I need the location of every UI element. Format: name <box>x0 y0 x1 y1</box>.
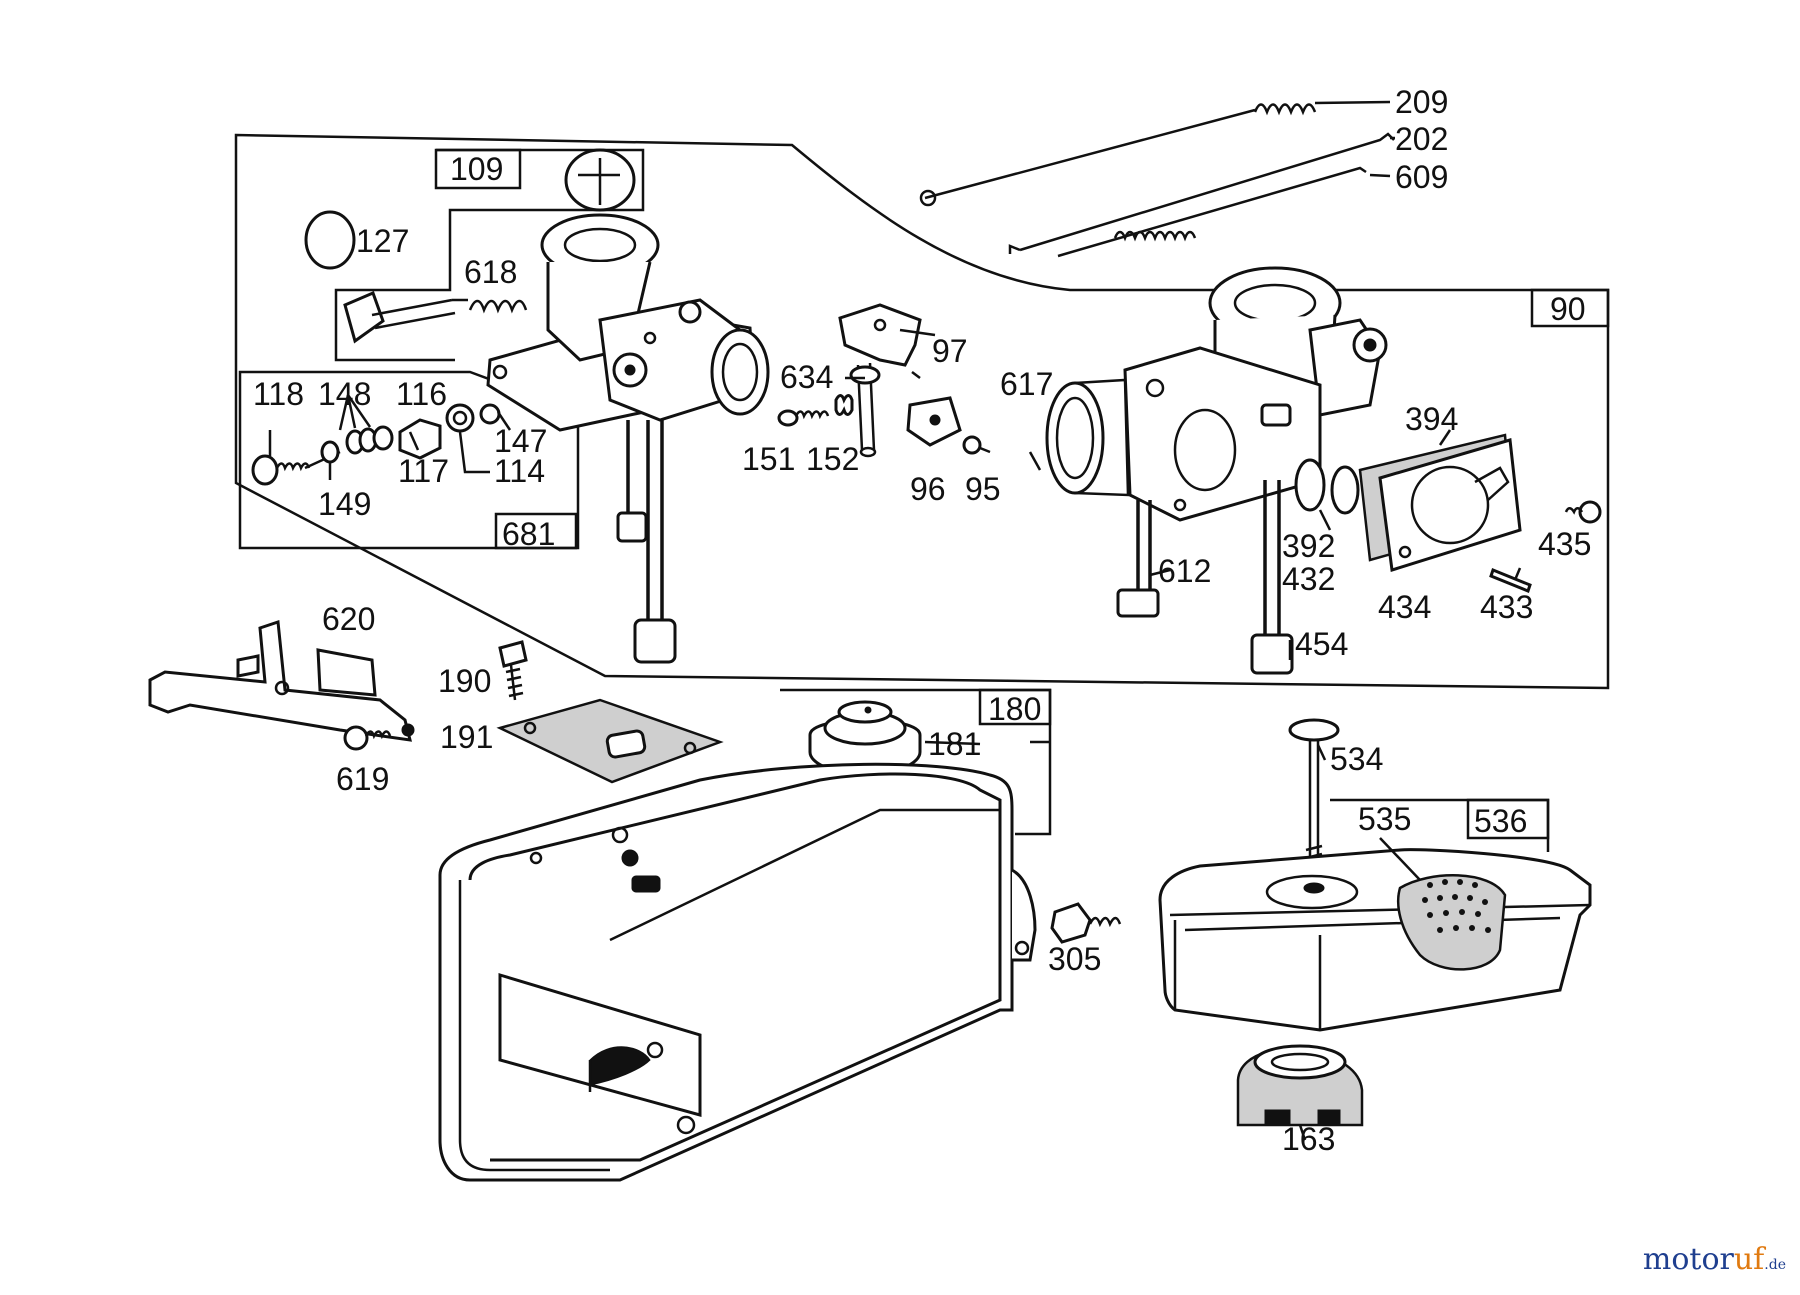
site-logo: motoruf.de <box>1643 1242 1786 1277</box>
label-536: 536 <box>1474 803 1527 839</box>
tank-gasket-191 <box>496 698 724 784</box>
choke-lever-97 <box>838 303 936 367</box>
label-305: 305 <box>1048 941 1101 977</box>
air-cleaner-536 <box>1158 848 1592 1032</box>
label-149: 149 <box>318 486 371 522</box>
link-202 <box>1008 132 1395 254</box>
control-bracket-620 <box>148 619 415 742</box>
group-90-label-box <box>1530 288 1610 328</box>
label-109: 109 <box>450 151 503 187</box>
label-127: 127 <box>356 223 409 259</box>
pin-433 <box>1489 568 1532 593</box>
diaphragm-cover-434 <box>1378 438 1522 572</box>
welch-plug-127 <box>304 210 356 270</box>
filter-element-535 <box>1396 874 1507 971</box>
label-620: 620 <box>322 601 375 637</box>
label-634: 634 <box>780 359 833 395</box>
label-612: 612 <box>1158 553 1211 589</box>
logo-text-motor: motor <box>1642 1242 1734 1277</box>
logo-text-de: .de <box>1764 1257 1786 1273</box>
screw-95 <box>962 435 991 455</box>
throttle-spring-618 <box>468 299 528 314</box>
label-181: 181 <box>928 726 981 762</box>
label-190: 190 <box>438 663 491 699</box>
o-ring-432 <box>1330 465 1360 515</box>
label-202: 202 <box>1395 121 1448 157</box>
label-152: 152 <box>806 441 859 477</box>
label-116: 116 <box>396 376 447 412</box>
label-117: 117 <box>398 453 449 489</box>
label-454: 454 <box>1295 626 1348 662</box>
label-681: 681 <box>502 516 555 552</box>
label-180: 180 <box>988 691 1041 727</box>
choke-valve-96 <box>906 396 962 447</box>
fuel-pipe-454 <box>1250 480 1294 675</box>
label-619: 619 <box>336 761 389 797</box>
label-535: 535 <box>1358 801 1411 837</box>
fuel-tank <box>438 762 1037 1182</box>
o-ring-392 <box>1294 458 1326 512</box>
screw-190 <box>498 640 528 701</box>
group-109-label-box <box>434 148 522 190</box>
screw-619 <box>343 725 392 751</box>
label-114: 114 <box>494 453 545 489</box>
group-180-outline <box>780 688 1052 836</box>
throttle-valve-109 <box>564 148 636 212</box>
group-180-label-box <box>978 688 1052 726</box>
link-609 <box>1057 166 1391 258</box>
carburetor-body-left <box>486 213 770 432</box>
label-432: 432 <box>1282 561 1335 597</box>
label-209: 209 <box>1395 84 1448 120</box>
idle-screw-151-152 <box>777 394 854 427</box>
label-163: 163 <box>1282 1121 1335 1157</box>
fuel-pipe-left <box>616 420 677 664</box>
label-151: 151 <box>742 441 795 477</box>
label-534: 534 <box>1330 741 1383 777</box>
label-96: 96 <box>910 471 946 507</box>
group-109-outline <box>334 148 645 362</box>
label-609: 609 <box>1395 159 1448 195</box>
label-147: 147 <box>494 423 547 459</box>
label-191: 191 <box>440 719 493 755</box>
label-434: 434 <box>1378 589 1431 625</box>
callout-labels: 209 202 609 109 127 618 97 634 90 617 11… <box>253 84 1591 1157</box>
screw-305 <box>1050 902 1122 944</box>
fuel-pipe-612 <box>1116 500 1160 618</box>
throttle-shaft <box>343 290 456 344</box>
group-681-outline <box>238 370 580 550</box>
label-97: 97 <box>932 333 968 369</box>
label-118: 118 <box>253 376 304 412</box>
label-90: 90 <box>1550 291 1586 327</box>
air-cleaner-base-163 <box>1236 1044 1364 1127</box>
label-618: 618 <box>464 254 517 290</box>
needle-valve-681 <box>251 394 512 486</box>
logo-text-uf: uf <box>1733 1242 1765 1277</box>
air-cleaner-screw-534 <box>1288 718 1340 880</box>
label-435: 435 <box>1538 526 1591 562</box>
screw-435 <box>1564 500 1602 524</box>
group-536-label-box <box>1466 798 1550 840</box>
label-148: 148 <box>318 376 371 412</box>
label-617: 617 <box>1000 366 1053 402</box>
leader-lines <box>452 298 1522 1141</box>
carburetor-body-right <box>1045 266 1388 522</box>
carburetor-group-outline <box>234 133 1610 690</box>
fuel-cap-181 <box>808 700 922 776</box>
label-392: 392 <box>1282 528 1335 564</box>
group-681-label-box <box>494 512 578 550</box>
governor-spring-209 <box>919 100 1391 207</box>
label-433: 433 <box>1480 589 1533 625</box>
label-95: 95 <box>965 471 1001 507</box>
label-394: 394 <box>1405 401 1458 437</box>
